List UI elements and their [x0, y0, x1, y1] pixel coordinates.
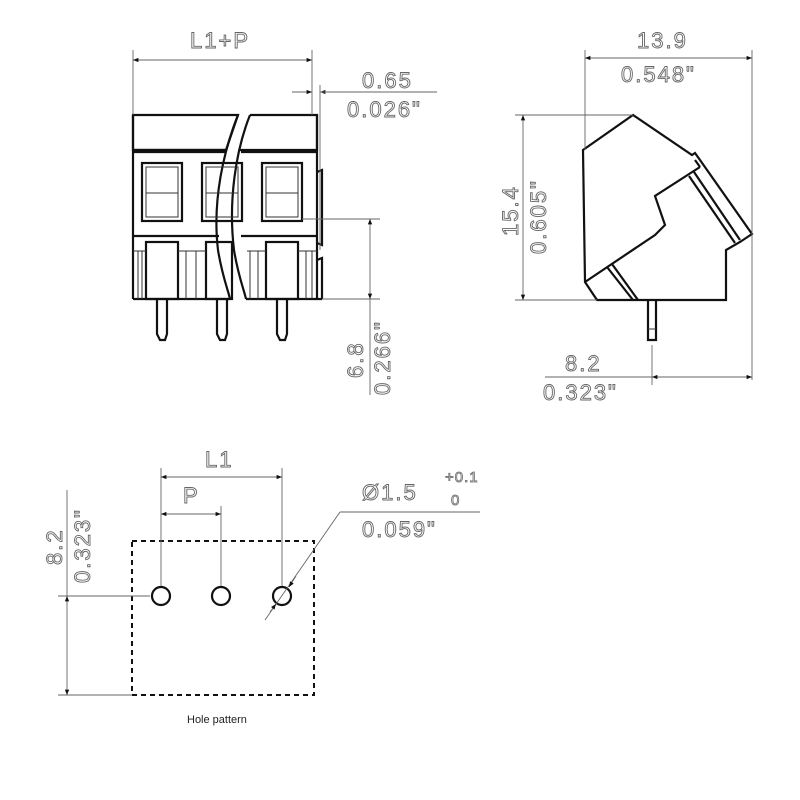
- dimension-L1P: L1+P: [132, 28, 313, 115]
- side-view: 13.9 0.548" 15.4 0.605" 8.2 0.323": [498, 28, 754, 405]
- depth-mm: 13.9: [637, 28, 688, 53]
- hole-pattern-caption: Hole pattern: [187, 714, 247, 726]
- pin-offset-mm: 8.2: [565, 351, 602, 376]
- hole-1: [150, 585, 172, 607]
- hole-pattern: L1 P 8.2 0.323" Ø1.5 +0.1 0 0.059": [42, 447, 480, 726]
- pins: [155, 299, 289, 342]
- label-L1P: L1+P: [190, 28, 250, 53]
- pin-offset-in: 0.323": [543, 380, 618, 405]
- diameter-in: 0.059": [362, 517, 437, 542]
- offset-mm: 0.65: [362, 68, 413, 93]
- front-body-outline: [131, 113, 322, 301]
- screw-blocks: [133, 240, 317, 301]
- side-profile: [581, 113, 754, 302]
- diameter-mm: Ø1.5: [362, 480, 418, 505]
- label-P: P: [183, 483, 200, 508]
- pin-length-in: 0.266": [370, 320, 395, 395]
- tolerance-upper: +0.1: [445, 469, 479, 486]
- dimension-depth: 13.9 0.548": [584, 28, 753, 380]
- front-view: L1+P 0.65 0.026" 6.8 0.266": [131, 28, 437, 395]
- dimension-height: 15.4 0.605": [498, 114, 633, 301]
- footprint-outline: [131, 540, 315, 696]
- dimension-diameter: Ø1.5 +0.1 0 0.059": [264, 469, 480, 621]
- dimension-pin-offset: 8.2 0.323": [543, 345, 752, 405]
- offset-in: 0.026": [347, 97, 422, 122]
- wire-entry-windows: [140, 161, 304, 223]
- dimension-L1: L1: [160, 447, 283, 586]
- latch-lower: [316, 256, 324, 299]
- hole-2: [210, 585, 232, 607]
- vertical-mm: 8.2: [42, 528, 67, 565]
- dimension-offset: 0.65 0.026": [292, 68, 437, 250]
- vertical-in: 0.323": [70, 508, 95, 583]
- dimension-vertical: 8.2 0.323": [42, 490, 150, 696]
- tolerance-lower: 0: [451, 492, 460, 509]
- dimension-pin-length: 6.8 0.266": [302, 218, 395, 395]
- dimension-P: P: [161, 483, 222, 586]
- height-in: 0.605": [526, 179, 551, 254]
- latch: [316, 168, 324, 247]
- pin-length-mm: 6.8: [343, 341, 368, 378]
- label-L1: L1: [205, 447, 233, 472]
- depth-in: 0.548": [621, 62, 696, 87]
- hole-3: [271, 585, 293, 607]
- height-mm: 15.4: [498, 185, 523, 236]
